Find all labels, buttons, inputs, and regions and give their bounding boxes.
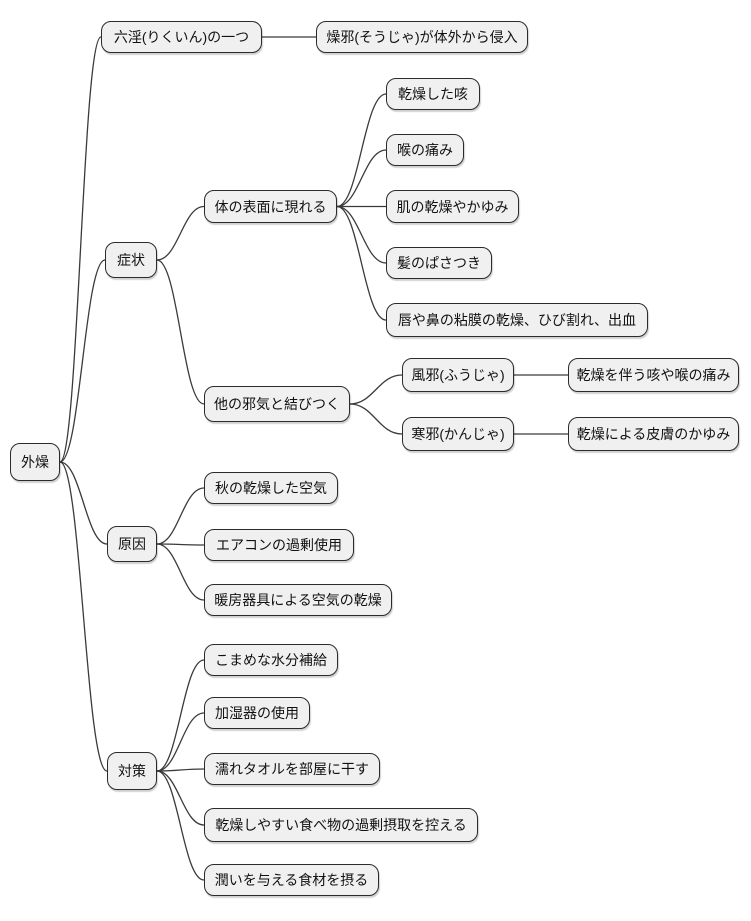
mindmap-edge-shojo-hyomen [156,205,205,261]
mindmap-node-label: 髪のぱさつき [397,255,481,271]
mindmap-edge-shojo-hoka [156,259,205,405]
mindmap-node-kuchibiru: 唇や鼻の粘膜の乾燥、ひび割れ、出血 [386,303,648,337]
mindmap-node-label: 風邪(ふうじゃ) [411,367,505,383]
mindmap-node-label: 外燥 [21,454,49,470]
mindmap-node-hada: 肌の乾燥やかゆみ [386,190,519,223]
mindmap-node-uruoi: 潤いを与える食材を摂る [204,864,379,896]
mindmap-node-label: 他の邪気と結びつく [214,396,340,412]
mindmap-edge-taisaku-suibun [156,659,205,772]
mindmap-node-fuja: 風邪(ふうじゃ) [402,358,514,392]
mindmap-edge-taisaku-tabemono [156,770,205,826]
mindmap-node-label: 症状 [117,252,145,268]
mindmap-node-label: 潤いを与える食材を摂る [214,872,369,888]
mindmap-node-label: 対策 [118,763,146,779]
mindmap-node-kanja: 寒邪(かんじゃ) [402,417,514,451]
mindmap-edge-root-taisaku [59,461,108,772]
mindmap-node-label: 六淫(りくいん)の一つ [113,29,250,45]
mindmap-edge-hyomen-nodo [336,149,387,208]
mindmap-node-label: エアコンの過剰使用 [216,537,342,553]
mindmap-node-label: 唇や鼻の粘膜の乾燥、ひび割れ、出血 [397,312,637,328]
mindmap-node-label: 秋の乾燥した空気 [215,480,327,496]
mindmap-node-label: 肌の乾燥やかゆみ [396,198,509,215]
mindmap-node-soja: 燥邪(そうじゃ)が体外から侵入 [316,21,528,53]
mindmap-node-label: 体の表面に現れる [214,198,327,215]
mindmap-node-taoru: 濡れタオルを部屋に干す [204,753,380,785]
mindmap-node-tabemono: 乾燥しやすい食べ物の過剰摂取を控える [204,808,478,842]
mindmap-node-label: 暖房器具による空気の乾燥 [214,592,382,608]
mindmap-node-kanja_r: 乾燥による皮膚のかゆみ [568,417,739,451]
mindmap-node-suibun: こまめな水分補給 [204,644,338,676]
mindmap-node-rikuin: 六淫(りくいん)の一つ [101,21,262,53]
mindmap-node-danbo: 暖房器具による空気の乾燥 [204,584,392,616]
mindmap-edge-hoka-kanja [349,403,403,435]
mindmap-edge-genin-eakon [156,543,205,546]
mindmap-node-hoka: 他の邪気と結びつく [204,386,350,422]
mindmap-edge-hyomen-kuchibiru [336,205,387,321]
mindmap-node-fuja_r: 乾燥を伴う咳や喉の痛み [568,358,739,392]
mindmap-edge-hyomen-kami [336,205,387,264]
mindmap-edge-taisaku-kashitsu [156,712,205,772]
mindmap-node-aki: 秋の乾燥した空気 [204,472,338,504]
mindmap-node-nodo: 喉の痛み [386,134,464,166]
mindmap-node-kami: 髪のぱさつき [386,247,492,279]
mindmap-node-label: 濡れタオルを部屋に干す [215,761,369,777]
mindmap-edge-hoka-fuja [349,374,403,405]
mindmap-edge-hyomen-seki [336,93,387,208]
mindmap-node-label: 燥邪(そうじゃ)が体外から侵入 [326,29,518,45]
mindmap-node-label: 原因 [118,536,146,552]
mindmap-node-hyomen: 体の表面に現れる [204,190,337,223]
mindmap-node-label: 寒邪(かんじゃ) [411,426,505,442]
mindmap-node-taisaku: 対策 [107,752,157,790]
mindmap-node-label: 喉の痛み [397,142,453,158]
mindmap-node-kashitsu: 加湿器の使用 [204,697,310,729]
mindmap-node-seki: 乾燥した咳 [386,78,480,110]
mindmap-edge-genin-danbo [156,543,205,601]
mindmap-node-label: こまめな水分補給 [215,652,327,668]
mindmap-edge-taisaku-uruoi [156,770,205,881]
mindmap-node-shojo: 症状 [105,242,157,278]
mindmap-edge-genin-aki [156,487,205,545]
mindmap-node-label: 乾燥しやすい食べ物の過剰摂取を控える [215,817,467,833]
mindmap-node-genin: 原因 [107,526,157,562]
mindmap-edge-root-rikuin [59,36,102,463]
mindmap-node-label: 乾燥した咳 [398,86,468,102]
mindmap-node-label: 加湿器の使用 [215,705,299,721]
mindmap-edge-taisaku-taoru [156,768,205,772]
mindmap-edge-root-genin [59,461,108,545]
mindmap-node-eakon: エアコンの過剰使用 [204,529,354,561]
mindmap-edge-root-shojo [59,259,106,463]
mindmap-node-label: 乾燥による皮膚のかゆみ [576,426,731,442]
mindmap-node-root: 外燥 [10,443,60,481]
mindmap-node-label: 乾燥を伴う咳や喉の痛み [576,367,731,383]
